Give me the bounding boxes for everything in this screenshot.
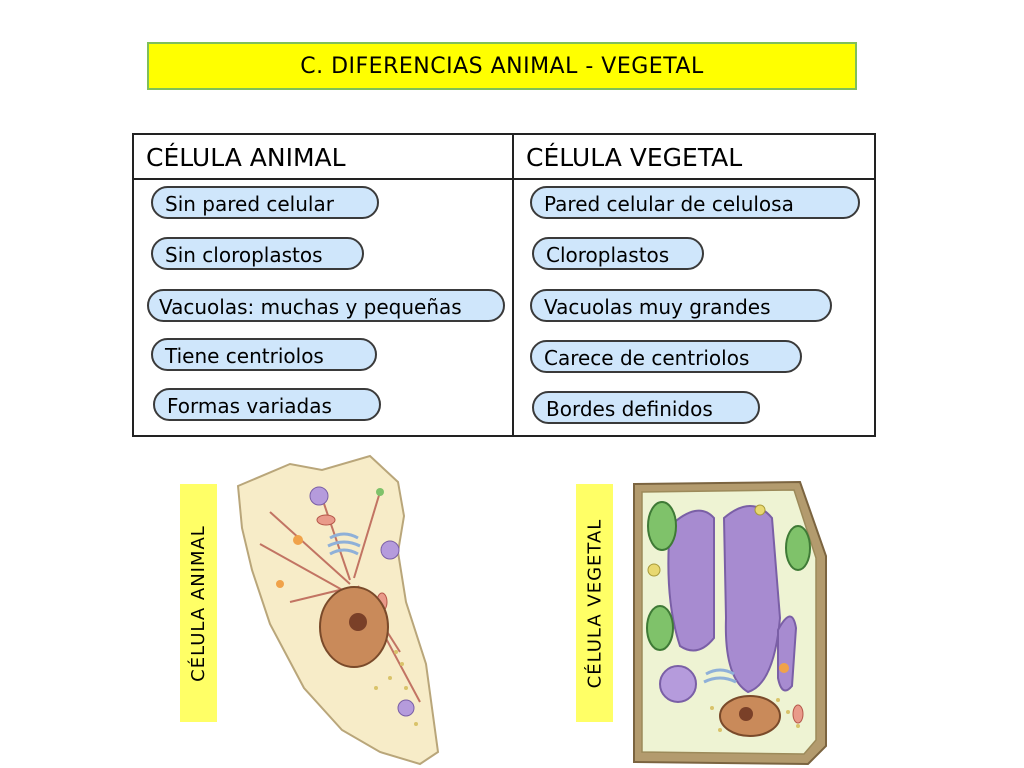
plant-cell-label: CÉLULA VEGETAL: [576, 484, 613, 722]
plant-item: Cloroplastos: [532, 237, 704, 270]
animal-item: Vacuolas: muchas y pequeñas: [147, 289, 505, 322]
plant-cell-label-text: CÉLULA VEGETAL: [584, 518, 606, 688]
animal-item: Formas variadas: [153, 388, 381, 421]
plant-column-header: CÉLULA VEGETAL: [526, 143, 743, 172]
animal-cell-label-text: CÉLULA ANIMAL: [188, 524, 209, 682]
animal-item: Sin cloroplastos: [151, 237, 364, 270]
table-header-row: CÉLULA ANIMAL CÉLULA VEGETAL: [134, 135, 874, 180]
animal-cell-illustration-icon: [236, 454, 440, 766]
plant-item: Bordes definidos: [532, 391, 760, 424]
comparison-table: CÉLULA ANIMAL CÉLULA VEGETAL Sin pared c…: [132, 133, 876, 437]
animal-column-header: CÉLULA ANIMAL: [146, 143, 346, 172]
column-divider: [512, 135, 514, 435]
animal-item: Sin pared celular: [151, 186, 379, 219]
plant-item: Carece de centriolos: [530, 340, 802, 373]
animal-cell-label: CÉLULA ANIMAL: [180, 484, 217, 722]
page-title: C. DIFERENCIAS ANIMAL - VEGETAL: [147, 42, 857, 90]
animal-item: Tiene centriolos: [151, 338, 377, 371]
plant-cell-illustration-icon: [633, 480, 827, 766]
plant-item: Pared celular de celulosa: [530, 186, 860, 219]
plant-item: Vacuolas muy grandes: [530, 289, 832, 322]
